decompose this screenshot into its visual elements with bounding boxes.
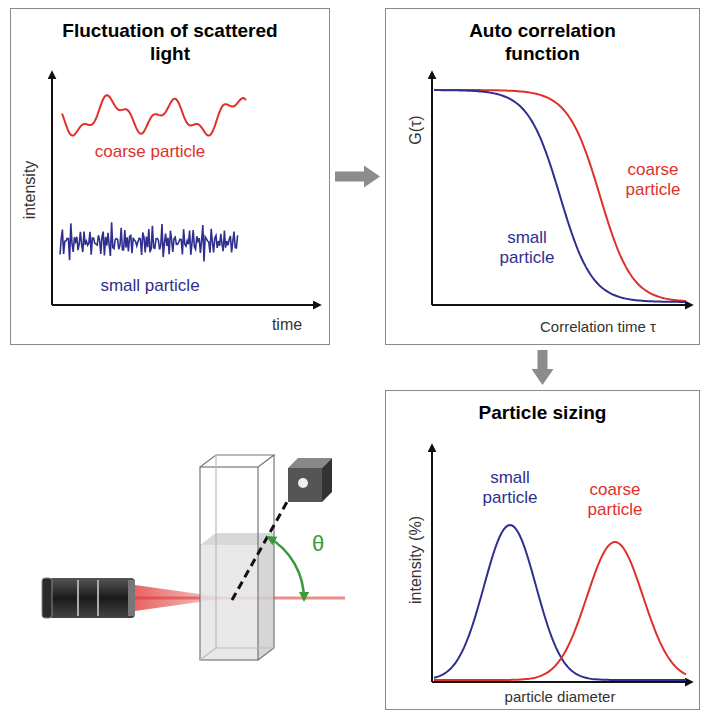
panel-title: Auto correlation function bbox=[443, 19, 643, 65]
laser-body bbox=[42, 578, 135, 618]
x-axis bbox=[432, 681, 692, 683]
liquid bbox=[200, 545, 258, 660]
series-label: coarse particle bbox=[50, 142, 250, 162]
laser-aperture bbox=[128, 580, 135, 616]
panel-title: Particle sizing bbox=[418, 401, 668, 424]
detection-path bbox=[232, 486, 296, 600]
detector-side bbox=[322, 458, 332, 502]
y-axis bbox=[431, 72, 433, 305]
angle-arc bbox=[268, 537, 304, 600]
chart-axes bbox=[52, 72, 692, 682]
small-signal bbox=[60, 222, 238, 261]
x-axis bbox=[432, 304, 692, 306]
flow-arrow bbox=[538, 350, 548, 371]
coarse-signal bbox=[62, 95, 246, 135]
axis-label: Correlation time τ bbox=[498, 317, 698, 337]
detector-lens bbox=[298, 478, 308, 488]
laser-cap bbox=[42, 578, 52, 618]
laser-band bbox=[97, 580, 99, 616]
flow-arrow bbox=[335, 172, 366, 182]
chart-curves bbox=[60, 90, 686, 680]
series-label: coarse particle bbox=[575, 480, 655, 520]
laser-band bbox=[77, 580, 79, 616]
axis-label: time bbox=[257, 315, 317, 335]
y-axis bbox=[431, 445, 433, 682]
y-axis bbox=[51, 72, 53, 305]
laser-setup bbox=[42, 455, 345, 660]
panel-title: Fluctuation of scattered light bbox=[45, 19, 295, 65]
series-label: small particle bbox=[489, 228, 565, 268]
series-label: coarse particle bbox=[615, 160, 691, 200]
coarse-distribution bbox=[434, 542, 686, 680]
detector-body bbox=[288, 468, 322, 502]
axis-label: intensity bbox=[20, 130, 40, 250]
angle-label: θ bbox=[303, 534, 333, 554]
axis-label: particle diameter bbox=[460, 687, 660, 707]
series-label: small particle bbox=[470, 468, 550, 508]
series-label: small particle bbox=[50, 276, 250, 296]
axis-label: intensity (%) bbox=[406, 495, 426, 625]
x-axis bbox=[52, 304, 320, 306]
small-distribution bbox=[434, 525, 686, 680]
panel-box: Particle sizing bbox=[385, 390, 700, 710]
axis-label: G(τ) bbox=[406, 100, 426, 160]
cuvette-outline bbox=[200, 455, 274, 660]
